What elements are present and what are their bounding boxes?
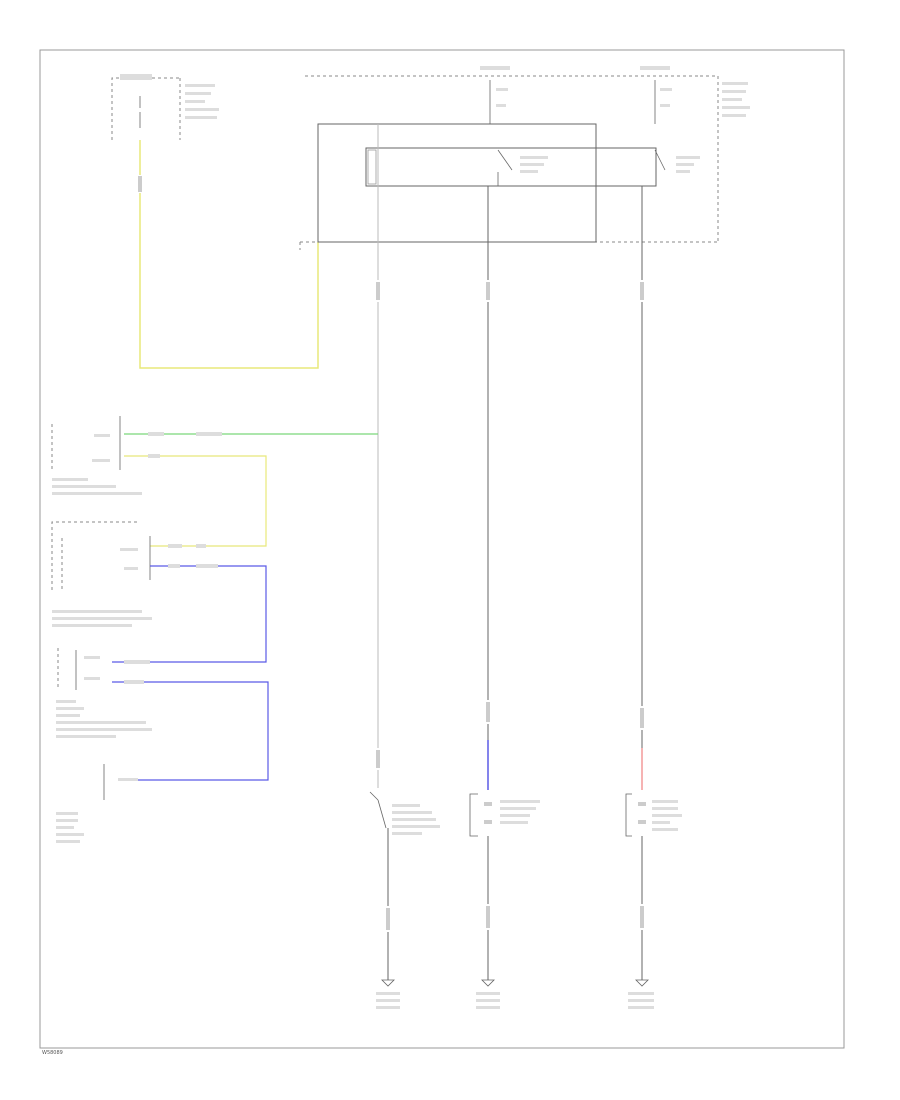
relay-box — [299, 66, 750, 250]
blue-wire-1 — [112, 565, 267, 663]
ac-compressor-clutch — [469, 793, 540, 837]
left-connector-1 — [51, 416, 142, 495]
yellow-wire-top — [139, 140, 319, 369]
diagram-code: W58089 — [42, 1050, 63, 1056]
pressure-switch — [369, 791, 440, 835]
ground-symbols — [376, 979, 654, 1009]
left-connector-2 — [51, 521, 152, 627]
top-left-connector-box — [111, 74, 219, 140]
diagram-border — [39, 49, 845, 1049]
left-connector-4 — [56, 764, 138, 843]
radiator-fan-relay — [625, 793, 682, 837]
yellow-wire-mid — [124, 455, 267, 547]
left-connector-3 — [56, 648, 152, 738]
blue-wire-2 — [112, 681, 269, 781]
